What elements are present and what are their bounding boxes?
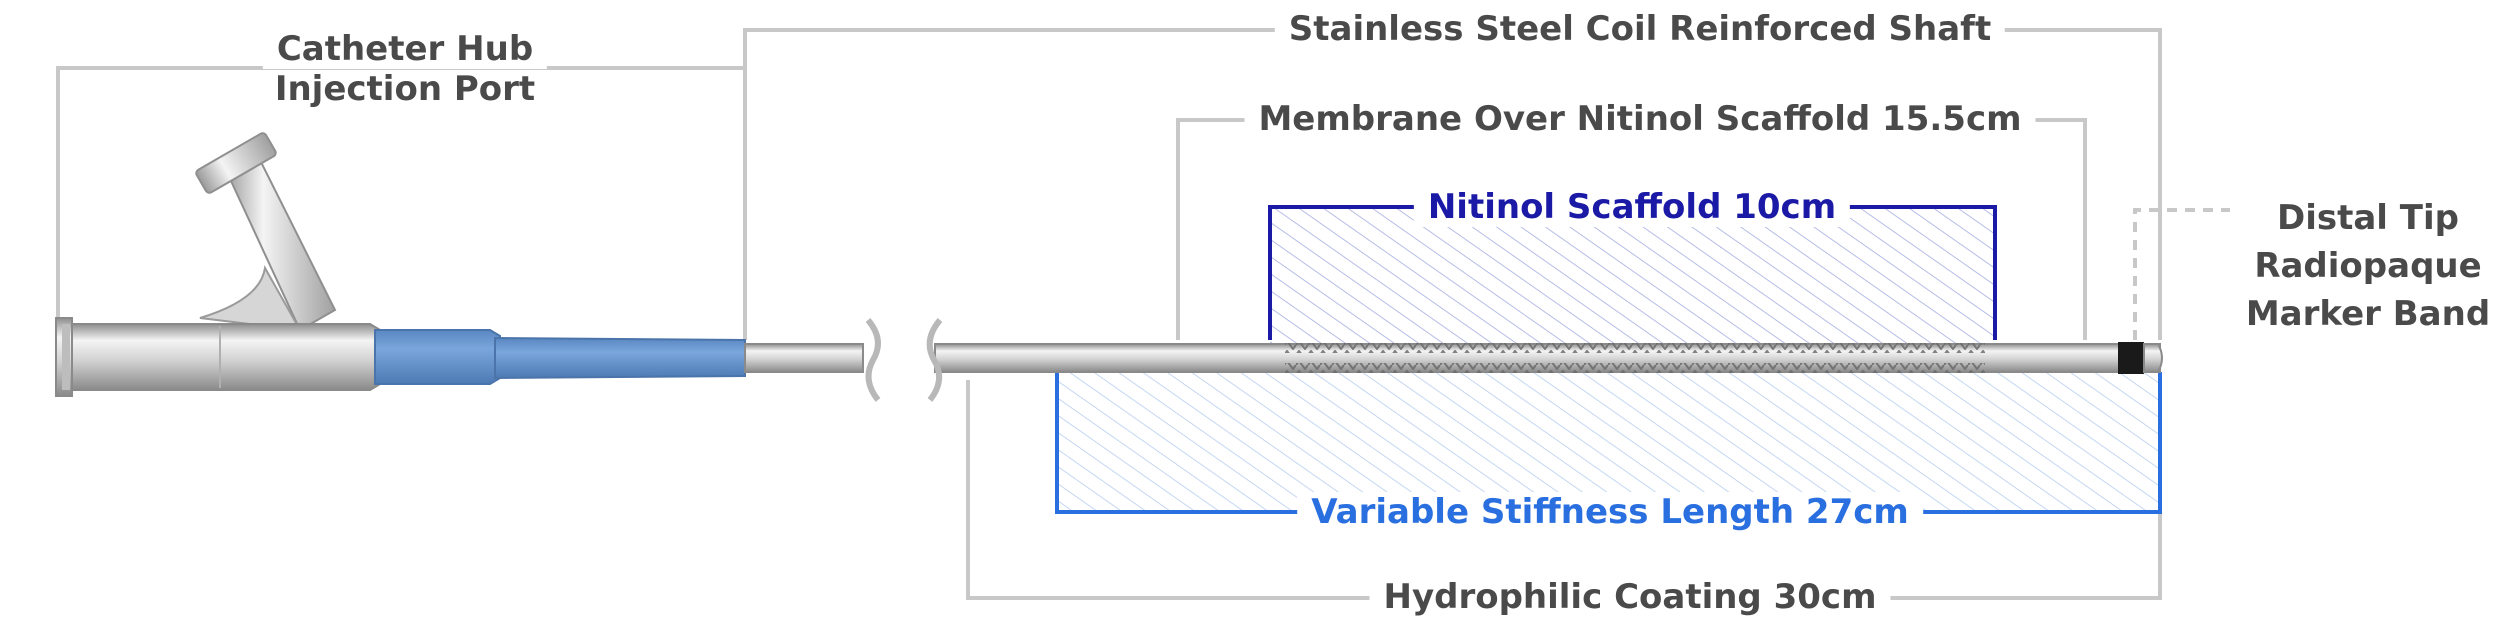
tip-leader [2133, 208, 2230, 340]
scaffold-region [1270, 207, 1995, 347]
tip-label-line1: Distal Tip [2277, 198, 2459, 238]
stiffness-label-text: Variable Stiffness Length 27cm [1297, 492, 1923, 532]
break-mark-icon [865, 318, 943, 402]
hub-label-line1: Catheter Hub [262, 29, 548, 69]
stiffness-region [1057, 372, 2160, 512]
stiffness-label: Variable Stiffness Length 27cm [1297, 492, 1923, 532]
scaffold-label-text: Nitinol Scaffold 10cm [1413, 187, 1851, 227]
shaft-label: Stainless Steel Coil Reinforced Shaft [1274, 9, 2006, 49]
hub-label: Catheter Hub Injection Port [260, 29, 550, 106]
tip-label-line2: Radiopaque [2254, 246, 2482, 286]
break-mark-icon [875, 316, 933, 404]
membrane-label-text: Membrane Over Nitinol Scaffold 15.5cm [1244, 99, 2036, 139]
tip-label: Distal Tip Radiopaque Marker Band [2246, 194, 2490, 338]
scaffold-label: Nitinol Scaffold 10cm [1413, 187, 1851, 227]
coating-label: Hydrophilic Coating 30cm [1369, 577, 1891, 617]
membrane-label: Membrane Over Nitinol Scaffold 15.5cm [1244, 99, 2036, 139]
coating-label-text: Hydrophilic Coating 30cm [1369, 577, 1891, 617]
shaft-label-text: Stainless Steel Coil Reinforced Shaft [1274, 9, 2006, 49]
tip-label-line3: Marker Band [2245, 294, 2491, 334]
hub-label-line2: Injection Port [260, 72, 550, 106]
